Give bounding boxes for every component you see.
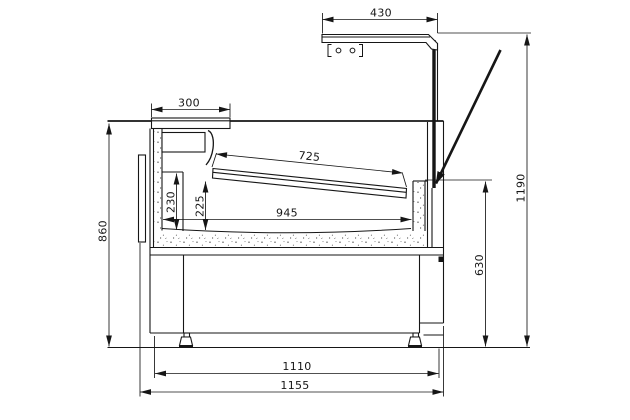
lamp-screw-icon <box>349 47 356 54</box>
foot-right <box>407 332 423 348</box>
dim-label-foot-span: 1110 <box>282 360 311 373</box>
dim-sill-height: 630 <box>425 179 492 347</box>
dim-worktop-height: 860 <box>97 123 112 347</box>
air-baffle <box>205 129 214 166</box>
well-floor <box>154 228 424 247</box>
dim-label-worktop-height: 860 <box>97 220 110 242</box>
evaporator-box <box>161 131 206 153</box>
dim-label-overall-depth: 1155 <box>280 379 309 392</box>
counter-structure <box>107 33 530 349</box>
dim-label-sill-height: 630 <box>473 254 486 276</box>
dim-rear-shelf: 300 <box>151 97 231 117</box>
base-plinth <box>150 246 444 262</box>
display-deck <box>211 167 408 199</box>
dim-label-canopy-width: 430 <box>370 7 392 20</box>
dim-overall-depth: 1155 <box>139 243 444 397</box>
foot-left <box>178 332 194 348</box>
dimensions: 430 300 725 945 230 225 860 <box>97 7 531 397</box>
base-cabinet <box>150 255 444 336</box>
canopy <box>321 33 439 51</box>
drain-mark <box>438 256 444 262</box>
lamp-bracket <box>327 44 363 57</box>
dim-deck-rear-height: 225 <box>194 181 209 230</box>
dim-label-overall-height: 1190 <box>515 173 528 202</box>
dim-rear-duct-height: 230 <box>165 173 180 230</box>
lamp-screw-icon <box>335 47 342 54</box>
dim-label-deck-length: 725 <box>298 149 321 164</box>
rear-panel <box>137 154 147 243</box>
dim-label-rear-shelf: 300 <box>178 97 200 110</box>
dim-label-deck-rear-height: 225 <box>194 195 207 217</box>
rear-shelf <box>150 117 231 130</box>
dim-deck-length: 725 <box>211 149 407 188</box>
front-panel <box>426 43 445 323</box>
glass-front-open <box>434 49 502 185</box>
dim-canopy-width: 430 <box>322 7 438 34</box>
front-well-wall <box>412 180 428 231</box>
dim-overall-height: 1190 <box>437 32 531 347</box>
dim-foot-span: 1110 <box>154 336 440 378</box>
dim-label-rear-duct-height: 230 <box>165 191 178 213</box>
dim-label-well-depth: 945 <box>276 207 298 220</box>
